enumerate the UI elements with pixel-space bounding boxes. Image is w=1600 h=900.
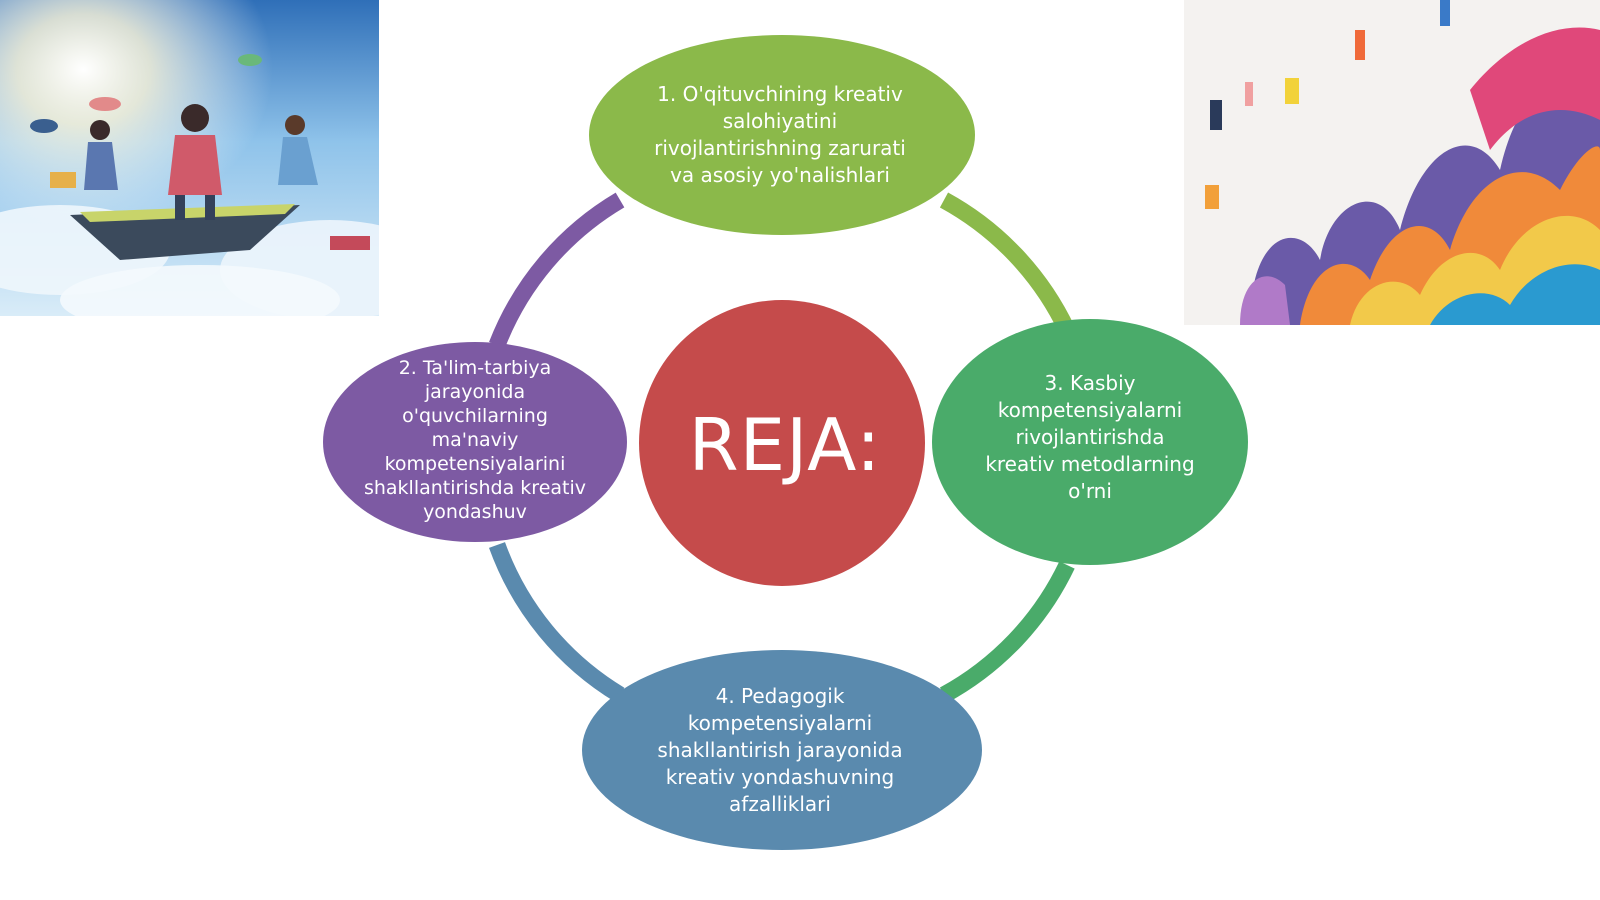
node-2-shape — [323, 342, 627, 542]
center-circle — [639, 300, 925, 586]
cycle-ring — [489, 192, 1075, 703]
ring-arc-top-left — [489, 192, 625, 349]
node-3-label: 3. Kasbiy kompetensiyalarni rivojlantiri… — [985, 371, 1195, 503]
node-1-label: 1. O'qituvchining kreativ salohiyatini r… — [654, 82, 906, 187]
illustration-right — [1184, 0, 1600, 325]
node-3-shape — [932, 319, 1248, 565]
ring-arc-bottom-left — [489, 542, 625, 703]
node-4-label: 4. Pedagogik kompetensiyalarni shakllant… — [657, 683, 903, 816]
node-1-shape — [589, 35, 975, 235]
illustration-left — [0, 0, 379, 316]
node-4-shape — [582, 650, 982, 850]
center-label: REJA: — [688, 403, 882, 487]
node-2-label: 2. Ta'lim-tarbiya jarayonida o'quvchilar… — [363, 356, 587, 523]
ring-arc-bottom-right — [939, 561, 1075, 703]
ring-arc-top-right — [939, 192, 1075, 334]
